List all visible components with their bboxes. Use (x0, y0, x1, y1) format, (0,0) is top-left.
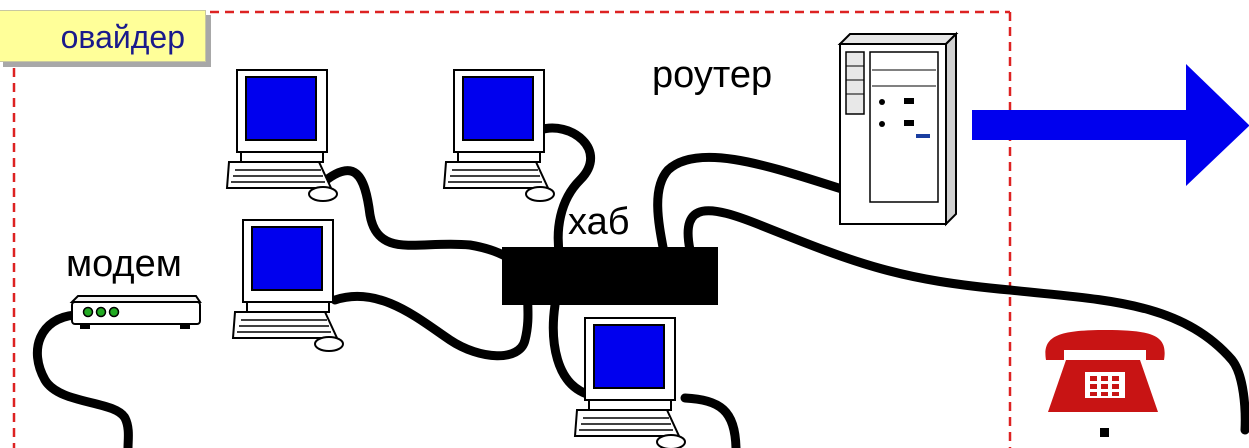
cable-modem-left (32, 310, 133, 448)
router-label: роутер (652, 54, 773, 96)
cable-router-hub (653, 152, 850, 263)
hub-label: хаб (568, 201, 630, 243)
computer-2-icon (443, 69, 555, 202)
computer-4-icon (574, 317, 686, 448)
telephone-icon (1045, 330, 1165, 437)
server-tower-icon (837, 31, 959, 227)
cable-pc3-hub (330, 291, 533, 361)
modem-icon (69, 295, 202, 329)
network-hub-icon (502, 247, 718, 305)
cable-pc4-bottom (680, 393, 741, 448)
provider-boundary (12, 10, 1012, 448)
modem-label: модем (66, 243, 182, 285)
cable-pc1-hub (315, 166, 530, 280)
cables (32, 123, 1249, 448)
computer-1-icon (226, 69, 338, 202)
provider-label: овайдер (0, 10, 206, 62)
computer-3-icon (232, 219, 344, 352)
arrow-right-icon (972, 64, 1249, 186)
cable-pc2-hub (535, 123, 596, 263)
cable-hub-outside (683, 206, 1249, 435)
cable-hub-pc4 (548, 300, 595, 400)
